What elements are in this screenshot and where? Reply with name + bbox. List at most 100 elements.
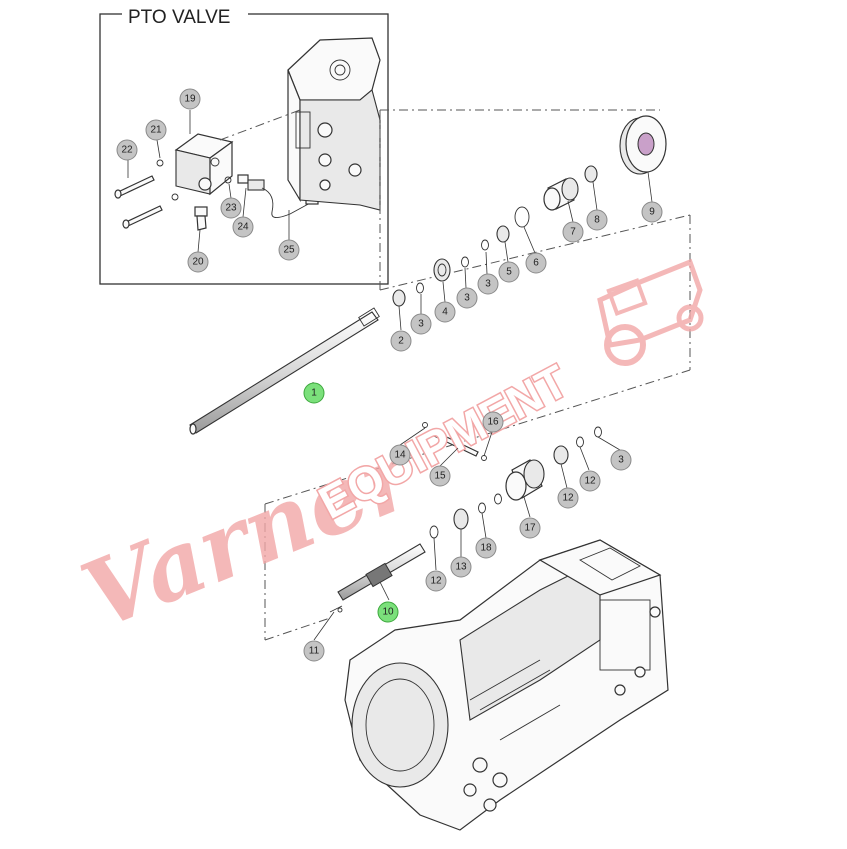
callout-label: 16 — [487, 417, 499, 428]
lower-stack — [429, 426, 602, 539]
callout-6: 6 — [525, 252, 547, 274]
dash-line — [264, 617, 331, 641]
callout-label: 17 — [524, 523, 536, 534]
pto-shaft — [189, 307, 380, 435]
callout-circle — [187, 251, 209, 273]
callout-circle — [429, 465, 451, 487]
callout-circle — [525, 252, 547, 274]
o-ring-21 — [156, 159, 164, 167]
valve-block — [174, 133, 234, 196]
callout-label: 8 — [594, 215, 600, 226]
callout-12: 12 — [579, 470, 601, 492]
callout-label: 24 — [237, 222, 249, 233]
o-ring-23 — [224, 176, 232, 184]
callout-circle — [475, 537, 497, 559]
callout-circle — [303, 640, 325, 662]
callout-label: 21 — [150, 125, 162, 136]
callout-label: 9 — [649, 207, 655, 218]
tractor-logo — [597, 258, 704, 366]
callout-17: 17 — [519, 517, 541, 539]
callout-16: 16 — [482, 411, 504, 433]
upper-stack — [392, 115, 667, 307]
callout-label: 20 — [192, 257, 204, 268]
callout-11: 11 — [303, 640, 325, 662]
callout-24: 24 — [232, 216, 254, 238]
callout-label: 7 — [570, 227, 576, 238]
callout-3: 3 — [410, 313, 432, 335]
callout-19: 19 — [179, 88, 201, 110]
callout-label: 6 — [533, 258, 539, 269]
callout-circle — [425, 570, 447, 592]
callout-circle — [278, 239, 300, 261]
callout-label: 3 — [464, 293, 470, 304]
callout-22: 22 — [116, 139, 138, 161]
callout-18: 18 — [475, 537, 497, 559]
callout-circle — [390, 330, 412, 352]
callout-circle — [434, 301, 456, 323]
callout-circle — [562, 221, 584, 243]
callout-label: 12 — [562, 493, 574, 504]
callout-circle — [389, 444, 411, 466]
input-shaft — [329, 543, 426, 613]
callout-3: 3 — [610, 449, 632, 471]
callout-label: 2 — [398, 336, 404, 347]
callout-circle — [410, 313, 432, 335]
callout-label: 1 — [311, 388, 317, 399]
callout-label: 25 — [283, 245, 295, 256]
dash-line — [264, 369, 691, 505]
callout-circle — [377, 601, 399, 623]
callout-14: 14 — [389, 444, 411, 466]
callout-label: 14 — [394, 450, 406, 461]
callout-circle — [450, 556, 472, 578]
callout-label: 3 — [418, 319, 424, 330]
callout-circle — [116, 139, 138, 161]
callout-21: 21 — [145, 119, 167, 141]
callout-label: 23 — [225, 203, 237, 214]
callout-15: 15 — [429, 465, 451, 487]
callout-circle — [232, 216, 254, 238]
pin-assembly — [422, 422, 487, 461]
callout-circle — [303, 382, 325, 404]
callout-circle — [477, 273, 499, 295]
callout-label: 3 — [618, 455, 624, 466]
callout-circle — [179, 88, 201, 110]
callout-3: 3 — [456, 287, 478, 309]
callout-label: 15 — [434, 471, 446, 482]
callout-10: 10 — [377, 601, 399, 623]
callout-2: 2 — [390, 330, 412, 352]
bolts — [114, 175, 163, 229]
callout-3: 3 — [477, 273, 499, 295]
callout-circle — [557, 487, 579, 509]
callout-4: 4 — [434, 301, 456, 323]
callout-label: 12 — [584, 476, 596, 487]
callout-circle — [586, 209, 608, 231]
inset-title: PTO VALVE — [128, 7, 230, 28]
callout-circle — [641, 201, 663, 223]
callout-9: 9 — [641, 201, 663, 223]
callout-circle — [456, 287, 478, 309]
callout-label: 11 — [309, 646, 320, 657]
o-ring — [171, 193, 179, 201]
callout-8: 8 — [586, 209, 608, 231]
callout-5: 5 — [498, 261, 520, 283]
leader-lines — [127, 110, 653, 641]
callout-label: 5 — [506, 267, 512, 278]
callout-23: 23 — [220, 197, 242, 219]
elbow-fitting — [194, 206, 208, 231]
callout-label: 3 — [485, 279, 491, 290]
callout-label: 10 — [382, 607, 394, 618]
callout-13: 13 — [450, 556, 472, 578]
callout-circle — [220, 197, 242, 219]
callout-25: 25 — [278, 239, 300, 261]
callout-12: 12 — [425, 570, 447, 592]
callout-12: 12 — [557, 487, 579, 509]
callout-7: 7 — [562, 221, 584, 243]
callout-label: 13 — [455, 562, 467, 573]
pipe — [261, 187, 313, 218]
callout-label: 18 — [480, 543, 492, 554]
callout-label: 22 — [121, 145, 133, 156]
callout-20: 20 — [187, 251, 209, 273]
callout-circle — [145, 119, 167, 141]
transmission-housing — [344, 539, 669, 831]
